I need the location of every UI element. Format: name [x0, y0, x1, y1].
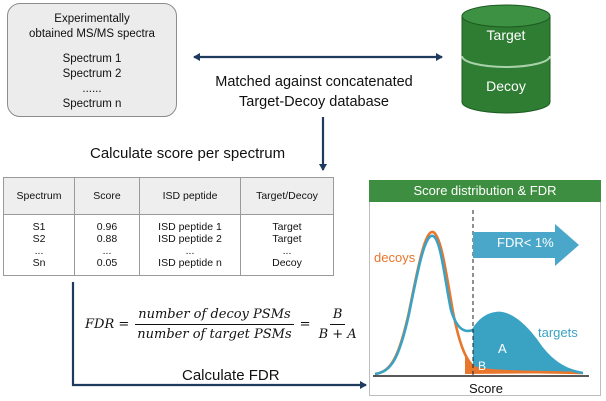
decoy-fill-area-b	[465, 352, 583, 374]
table-cell: Target	[240, 214, 334, 233]
decoy-db-label: Decoy	[486, 78, 526, 94]
targets-label: targets	[538, 325, 578, 340]
table-cell: 0.88	[74, 233, 140, 245]
fdr-flow-arrow	[71, 282, 367, 389]
table-cell: Sn	[3, 257, 75, 276]
fraction-numerator: number of decoy PSMs	[135, 307, 294, 325]
col-header: Spectrum	[3, 177, 75, 215]
calc-fdr-label: Calculate FDR	[182, 367, 280, 384]
calc-score-label: Calculate score per spectrum	[90, 145, 286, 162]
table-cell: S2	[3, 233, 75, 245]
score-distribution-plot	[373, 210, 589, 378]
matched-text-line2: Target-Decoy database	[239, 94, 389, 110]
fdr-formula: FDR = number of decoy PSMs number of tar…	[85, 307, 365, 342]
table-cell: ...	[3, 245, 75, 257]
fdr-threshold-label: FDR< 1%	[497, 235, 554, 250]
spectra-title-line2: obtained MS/MS spectra	[29, 28, 155, 40]
table-row: S1 0.96 ISD peptide 1 Target	[3, 214, 334, 233]
fraction-psms: number of decoy PSMs number of target PS…	[134, 307, 294, 342]
spectrum-item: Spectrum 1	[62, 53, 122, 65]
database-icon	[461, 4, 551, 114]
fdr-arrow-shape	[473, 224, 579, 266]
col-header: Target/Decoy	[240, 177, 334, 215]
target-curve	[374, 234, 584, 376]
spectra-title: Experimentally obtained MS/MS spectra	[8, 12, 176, 42]
table-cell: 0.05	[74, 257, 140, 276]
fraction-denominator: number of target PSMs	[137, 327, 292, 342]
table-cell: ...	[74, 245, 140, 257]
spectra-box: Experimentally obtained MS/MS spectra Sp…	[7, 3, 177, 117]
spectrum-item: Spectrum 2	[62, 68, 122, 80]
table-cell: S1	[3, 214, 75, 233]
fraction-numerator: B	[329, 307, 346, 325]
table-cell: ISD peptide n	[139, 257, 241, 276]
score-table: Spectrum Score ISD peptide Target/Decoy …	[3, 177, 334, 276]
matched-text: Matched against concatenated Target-Deco…	[190, 72, 438, 112]
area-b-label: B	[478, 359, 487, 373]
col-header: ISD peptide	[139, 177, 241, 215]
score-axis-label: Score	[469, 381, 503, 396]
panel-title: Score distribution & FDR	[369, 180, 601, 202]
table-row: ... ... ... ...	[3, 245, 334, 257]
target-db-label: Target	[486, 27, 526, 43]
table-row: S2 0.88 ISD peptide 2 Target	[3, 233, 334, 245]
target-fill-area-a	[473, 312, 583, 373]
table-cell: ISD peptide 2	[139, 233, 241, 245]
matched-text-line1: Matched against concatenated	[215, 74, 413, 90]
spectrum-item: Spectrum n	[62, 98, 122, 110]
table-cell: Decoy	[240, 257, 334, 276]
area-a-label: A	[498, 341, 507, 356]
decoys-label: decoys	[374, 250, 416, 265]
col-header: Score	[74, 177, 140, 215]
table-row: Sn 0.05 ISD peptide n Decoy	[3, 257, 334, 276]
fraction-denominator: B + A	[318, 327, 357, 342]
spectra-title-line1: Experimentally	[54, 13, 130, 25]
table-cell: ISD peptide 1	[139, 214, 241, 233]
spectrum-item: ......	[82, 83, 102, 95]
table-cell: Target	[240, 233, 334, 245]
formula-equals: =	[299, 317, 311, 332]
fraction-areas: B B + A	[316, 307, 360, 342]
table-cell: ...	[240, 245, 334, 257]
formula-lhs: FDR =	[85, 317, 130, 332]
table-cell: ...	[139, 245, 241, 257]
table-cell: 0.96	[74, 214, 140, 233]
